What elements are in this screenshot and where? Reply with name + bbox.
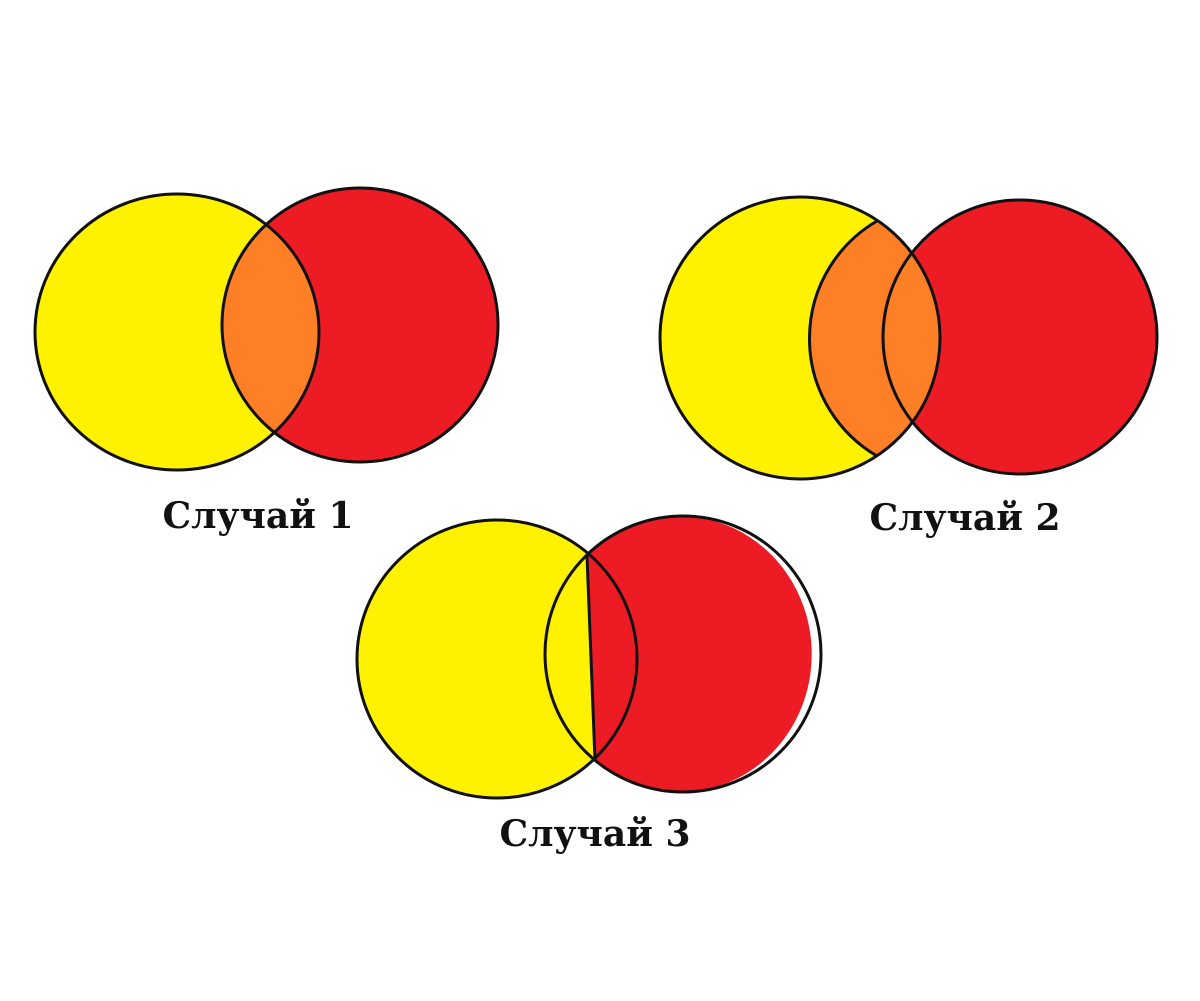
- case-1-yellow-outline: [33, 192, 321, 472]
- case-2-red-outline: [881, 198, 1159, 476]
- case-2-label: Случай 2: [869, 497, 1060, 539]
- case-2-inner-arc: [807, 219, 878, 458]
- case-3-red-outline: [543, 514, 823, 794]
- case-1-label: Случай 1: [162, 495, 353, 537]
- case-3-yellow-outline: [355, 518, 639, 800]
- case-3-divider-line: [585, 555, 597, 761]
- case-3-group: Случай 3: [355, 514, 823, 855]
- case-2-red-circle: [883, 200, 1157, 474]
- case-2-group: Случай 2: [658, 195, 1159, 539]
- case-1-group: Случай 1: [33, 186, 500, 537]
- case-1-overlap-region: [222, 194, 319, 462]
- case-3-label: Случай 3: [499, 813, 690, 855]
- case-2-yellow-outline: [658, 195, 942, 481]
- case-3-red-region: [587, 516, 812, 793]
- case-1-red-outline: [220, 186, 500, 464]
